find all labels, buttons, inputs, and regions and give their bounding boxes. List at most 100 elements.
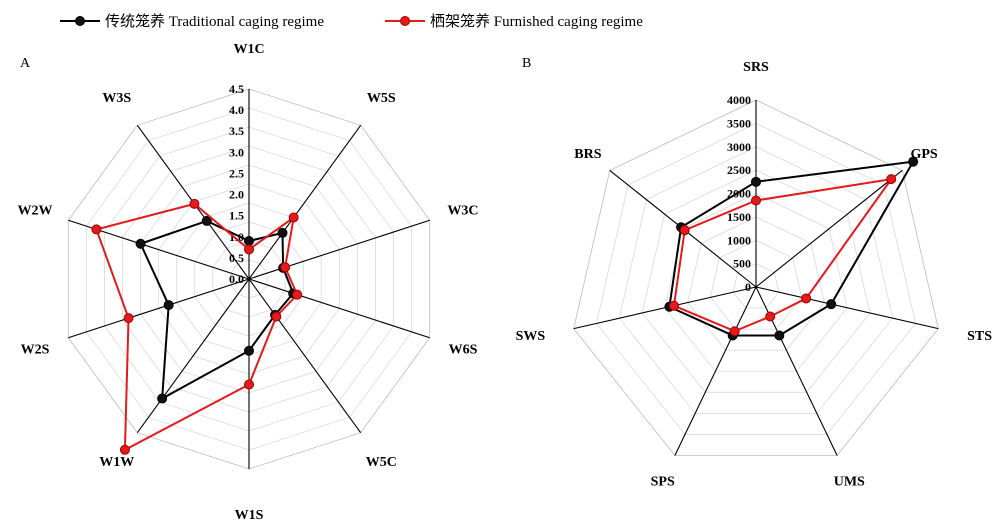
axis-label-w5s: W5S	[367, 91, 396, 106]
radar-panel-b: B 0 500 1000 1500 2000 2500 3000 3500 4000 SRS GPS…	[516, 56, 993, 490]
legend: 传统笼养 Traditional caging regime 栖架笼养 Furn…	[60, 13, 643, 30]
legend-label-traditional: 传统笼养 Traditional caging regime	[105, 13, 324, 30]
radar-grid-ring	[732, 263, 780, 309]
data-point-w5s	[288, 212, 299, 223]
legend-item-furnished: 栖架笼养 Furnished caging regime	[385, 13, 643, 30]
radar-tick-label: 3000	[727, 140, 751, 154]
radar-tick-label: 2000	[727, 187, 751, 201]
axis-label-w1s: W1S	[235, 508, 264, 522]
radar-axis-w5c	[248, 278, 362, 434]
radar-axis-sts	[755, 286, 939, 330]
panel-letter-b: B	[522, 56, 531, 71]
radar-axis-labels: W1C W5S W3C W6S W5C W1S W1W W2S W2W W3S	[18, 42, 479, 522]
data-point-gps	[886, 174, 897, 185]
axis-label-srs: SRS	[743, 60, 769, 75]
axis-label-w2w: W2W	[18, 203, 53, 218]
radar-grid-ring	[687, 216, 825, 351]
radar-panel-a: A 0.00.51.01.52.02.53.03.54.04.5W1CW5SW3…	[18, 42, 479, 522]
data-point-sws	[668, 300, 679, 311]
radar-tick-label: 3.5	[229, 124, 244, 138]
radar-tick-label: 2.5	[229, 166, 244, 180]
data-point-w5s	[277, 227, 288, 238]
radar-grid-ring	[709, 239, 803, 330]
radar-axis-w2s	[68, 278, 250, 339]
radar-tick-label: 0	[745, 280, 751, 294]
radar-tick-label: 3.0	[229, 145, 244, 159]
legend-label-furnished: 栖架笼养 Furnished caging regime	[430, 13, 643, 30]
data-point-w2s	[163, 300, 174, 311]
axis-label-w1c: W1C	[233, 42, 264, 57]
radar-grid-ring	[596, 122, 916, 435]
radar-tick-label: 2.0	[229, 188, 244, 202]
series-furnished	[91, 198, 303, 455]
series-traditional	[135, 215, 299, 404]
radar-tick-label: 4000	[727, 93, 751, 107]
axis-label-sts: STS	[967, 329, 992, 344]
data-point-srs	[751, 176, 761, 187]
axis-label-w2s: W2S	[21, 343, 50, 358]
series-line	[672, 177, 894, 333]
data-point-w2w	[135, 238, 146, 249]
radar-axis-w6s	[248, 278, 430, 339]
legend-marker-traditional	[75, 16, 85, 26]
data-point-gps	[908, 156, 919, 167]
data-point-w1c	[244, 244, 254, 255]
series-furnished	[668, 174, 897, 337]
radar-axis-sps	[674, 286, 757, 456]
radar-tick-label: 4.5	[229, 82, 244, 96]
axis-label-w3c: W3C	[447, 203, 478, 218]
radar-axis-w1w	[136, 278, 250, 434]
axis-label-w1w: W1W	[99, 455, 134, 470]
radar-tick-label: 3500	[727, 116, 751, 130]
data-point-brs	[679, 225, 690, 236]
legend-marker-furnished	[400, 16, 410, 26]
axis-label-ums: UMS	[834, 475, 865, 490]
legend-item-traditional: 传统笼养 Traditional caging regime	[60, 13, 324, 30]
radar-tick-label: 2500	[727, 163, 751, 177]
radar-grid-ring	[618, 146, 894, 414]
radar-tick-label: 1.5	[229, 209, 244, 223]
data-point-sts	[801, 293, 812, 304]
axis-label-gps: GPS	[910, 147, 937, 162]
axis-label-sps: SPS	[651, 475, 675, 490]
radar-axis-labels: SRS GPS STS UMS SPS SWS BRS	[516, 60, 993, 490]
radar-axis-gps	[755, 169, 903, 288]
data-point-w3s	[201, 215, 212, 226]
radar-tick-label: 0.5	[229, 251, 244, 265]
data-point-sts	[826, 299, 837, 310]
data-point-w5c	[271, 311, 282, 322]
radar-tick-label: 500	[733, 257, 751, 271]
data-point-w1w	[119, 444, 130, 455]
radar-tick-label: 0.0	[229, 272, 244, 286]
axis-label-w5c: W5C	[366, 455, 397, 470]
axis-label-brs: BRS	[574, 147, 601, 162]
radar-tick-label: 1500	[727, 210, 751, 224]
data-point-sps	[729, 326, 740, 337]
data-point-w1s	[244, 379, 254, 390]
series-line	[668, 160, 916, 337]
radar-tick-label: 1000	[727, 233, 751, 247]
radar-tick-label: 4.0	[229, 103, 244, 117]
data-point-w3s	[189, 198, 200, 209]
radar-tick-labels: 0.00.51.01.52.02.53.03.54.04.5	[229, 82, 244, 286]
data-point-srs	[751, 195, 761, 206]
data-point-w6s	[292, 289, 303, 300]
data-point-ums	[765, 311, 776, 322]
radar-tick-labels: 0 500 1000 1500 2000 2500 3000 3500 4000	[727, 93, 751, 294]
data-point-w3c	[280, 262, 291, 273]
data-point-ums	[774, 330, 785, 341]
axis-label-w6s: W6S	[449, 343, 478, 358]
series-traditional	[664, 156, 919, 341]
axis-label-w3s: W3S	[102, 91, 131, 106]
radar-grid-ring	[573, 99, 939, 456]
radar-axis-w5s	[248, 124, 362, 280]
panel-letter-a: A	[20, 56, 31, 71]
data-point-w2w	[91, 224, 102, 235]
data-point-w1c	[244, 236, 254, 246]
radar-grid-ring	[641, 169, 871, 393]
data-point-w1s	[244, 345, 254, 356]
data-point-w1w	[157, 393, 168, 404]
data-point-w2s	[123, 313, 134, 324]
axis-label-sws: SWS	[516, 329, 546, 344]
